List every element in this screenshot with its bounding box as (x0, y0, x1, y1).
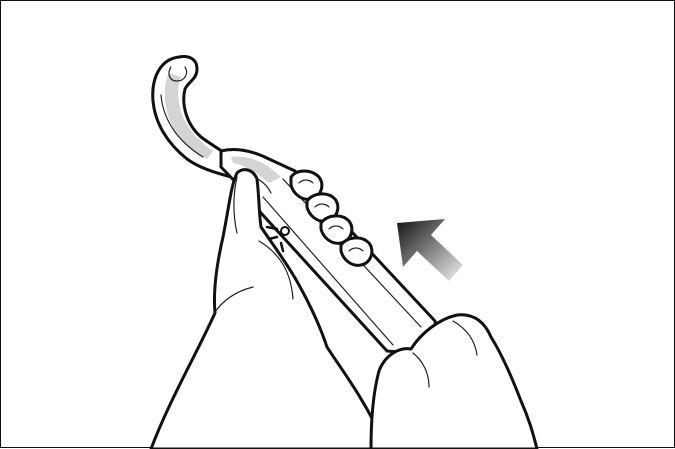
arrow-icon (397, 219, 463, 281)
